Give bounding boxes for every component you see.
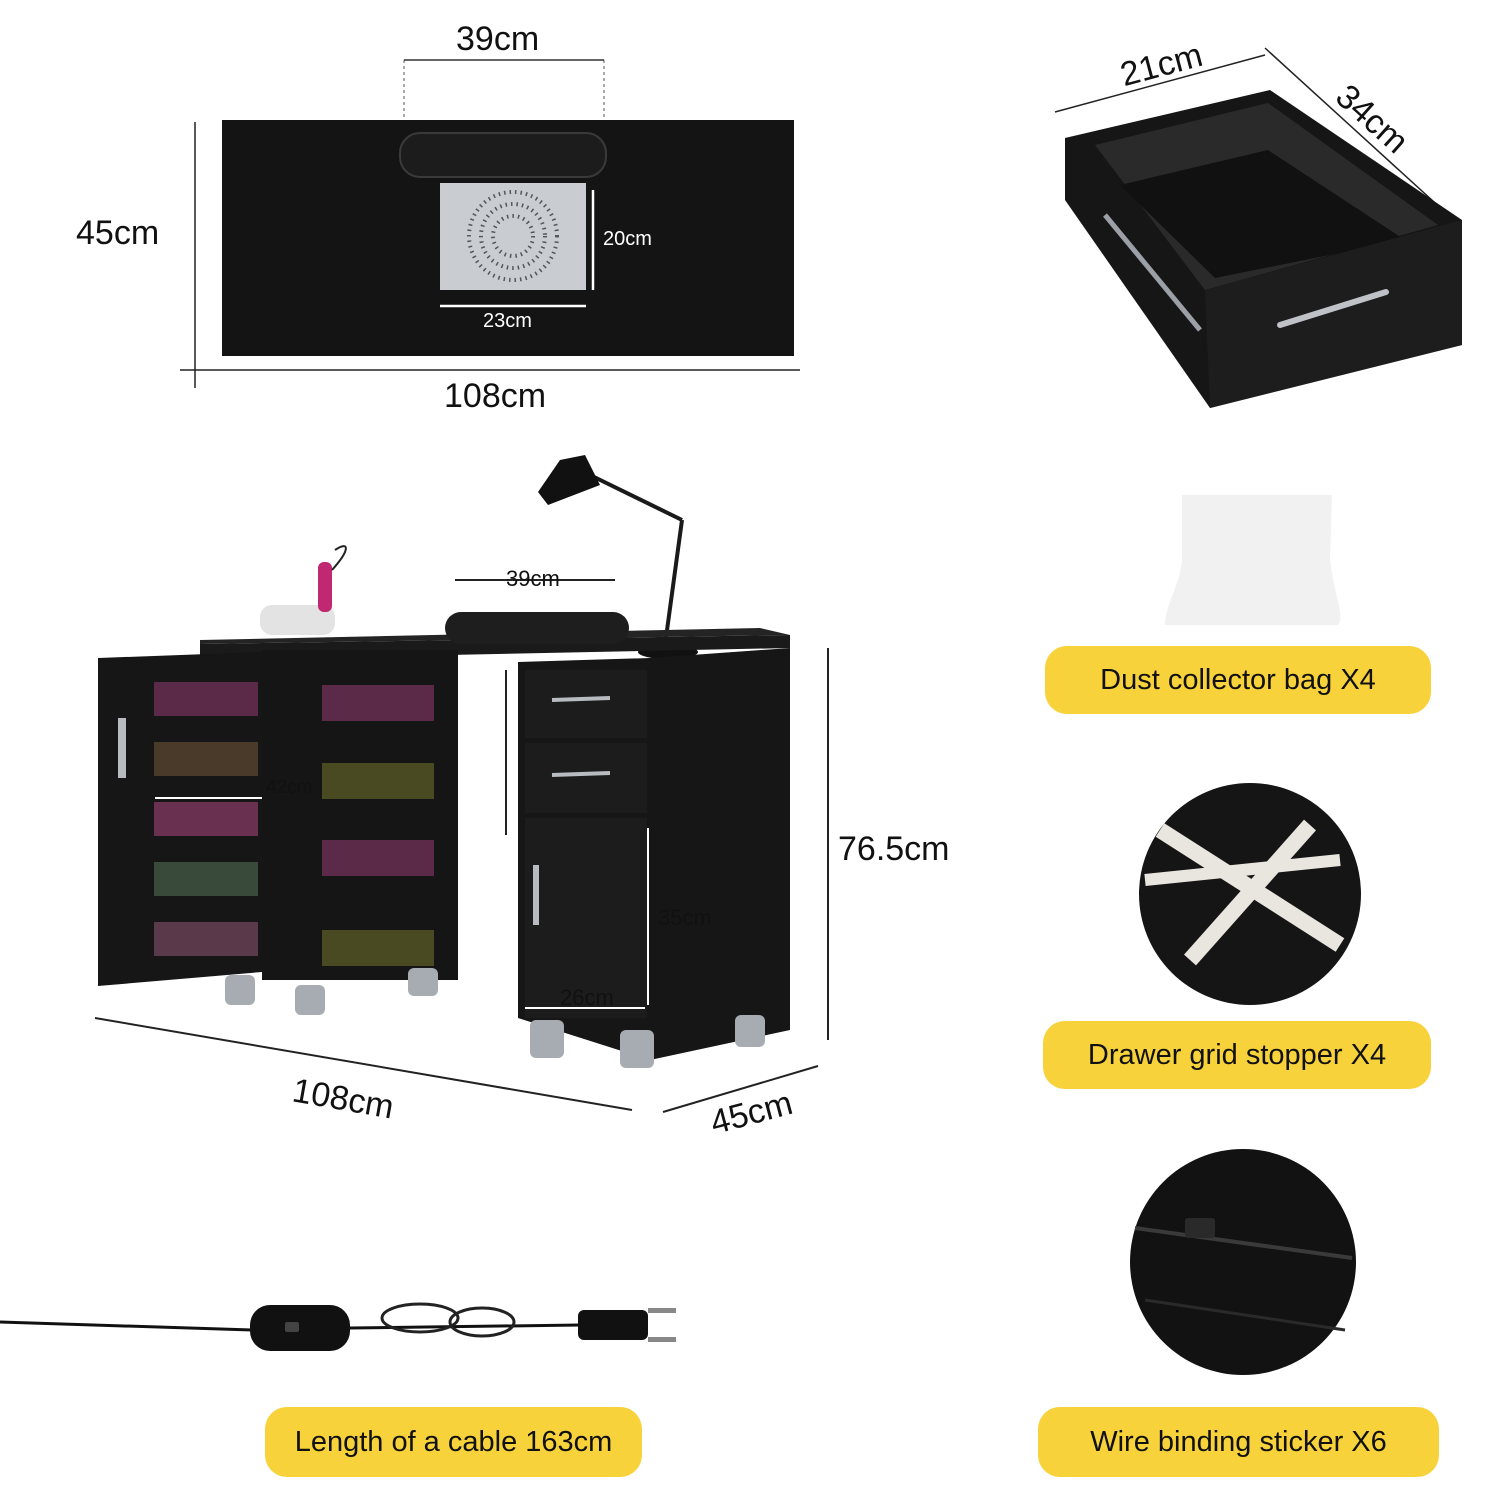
dust-bag-image: [1165, 495, 1341, 625]
cabinet-width-label: 26cm: [560, 985, 614, 1010]
fan-height-label: 20cm: [603, 228, 652, 250]
top-width-label: 108cm: [444, 377, 547, 415]
shelf-depth-label: 42cm: [266, 777, 313, 798]
cabinet-height-label: 35cm: [658, 905, 712, 930]
grid-stopper-image: [1139, 783, 1361, 1005]
desk-3d-diagram: 39cm 42cm 76.5cm 35cm 26cm 108cm 45cm: [0, 430, 1000, 1150]
polish-bottles-left: [154, 682, 258, 956]
power-cable-image: [0, 1302, 676, 1351]
grid-stopper-badge: Drawer grid stopper X4: [1043, 1021, 1431, 1089]
top-armrest-label: 39cm: [456, 20, 540, 58]
lamp-head: [538, 455, 600, 505]
dust-bag-badge: Dust collector bag X4: [1045, 646, 1431, 714]
desk-armrest-label: 39cm: [506, 566, 560, 591]
desk-height-label: 76.5cm: [838, 830, 950, 868]
fan-panel: [440, 183, 586, 290]
polish-bottles-center: [322, 685, 434, 966]
wire-sticker-badge: Wire binding sticker X6: [1038, 1407, 1439, 1477]
top-depth-label: 45cm: [76, 214, 160, 252]
chrome-feet: [225, 968, 765, 1068]
drawer-graphic: [1054, 47, 1462, 408]
desk-armrest: [445, 612, 629, 644]
drawer-handle: [1277, 289, 1389, 328]
desk-graphic: [94, 455, 829, 1113]
cable-length-badge: Length of a cable 163cm: [265, 1407, 642, 1477]
drawer-diagram: 21cm 34cm: [1000, 0, 1500, 430]
top-view-graphic: [180, 59, 800, 388]
wire-sticker-image: [1130, 1149, 1356, 1375]
top-view-diagram: 39cm 45cm 20cm 23cm 108cm: [0, 0, 1000, 420]
fan-width-label: 23cm: [483, 310, 532, 332]
nail-drill: [260, 605, 335, 635]
armrest: [399, 132, 607, 178]
